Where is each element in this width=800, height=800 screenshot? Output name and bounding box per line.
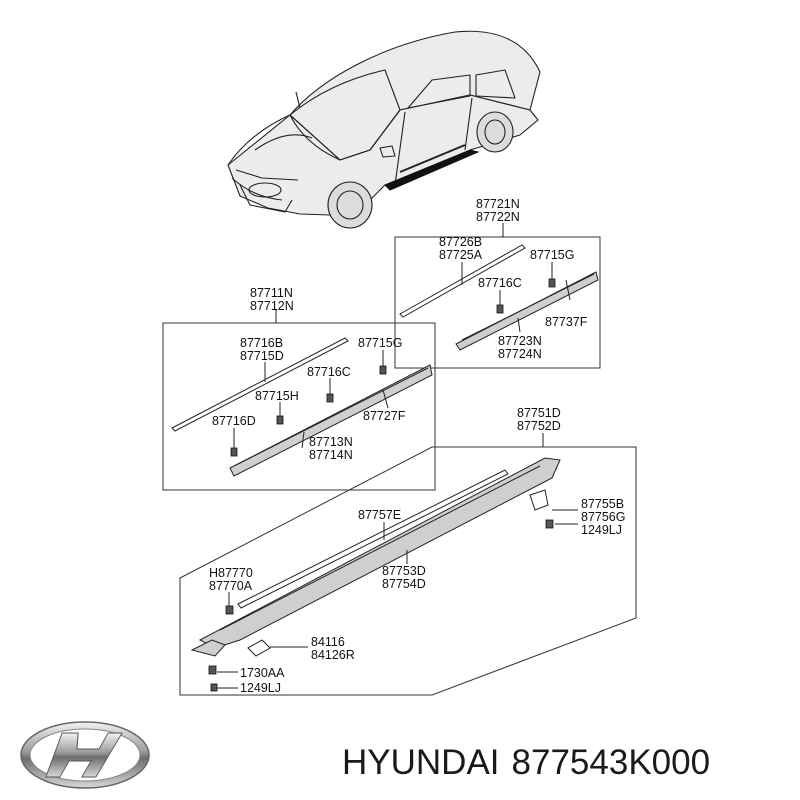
part-label: 87727F — [363, 409, 406, 423]
part-label: 87716C — [307, 365, 351, 379]
part-label: 84116 — [311, 635, 345, 649]
part-label: 87755B — [581, 497, 624, 511]
part-label: 1730AA — [240, 666, 285, 680]
part-label: 87716D — [212, 414, 256, 428]
car-illustration — [227, 30, 541, 229]
part-label: 87752D — [517, 419, 561, 433]
part-label: 87711N — [250, 286, 293, 300]
brand-part-number: HYUNDAI 877543K000 — [342, 738, 794, 788]
part-label: 87725A — [439, 248, 483, 262]
part-label: H87770 — [209, 566, 253, 580]
part-label: 87770A — [209, 579, 253, 593]
part-label: 87737F — [545, 315, 588, 329]
part-label: 84126R — [311, 648, 355, 662]
rear-door-moulding-group — [394, 223, 601, 369]
side-sill-group — [179, 433, 637, 696]
part-label: 87712N — [250, 299, 294, 313]
hyundai-logo-icon — [20, 721, 150, 789]
part-label: 87715D — [240, 349, 284, 363]
part-label: 87757E — [358, 508, 401, 522]
part-label: 87721N — [476, 197, 520, 211]
brand-name: HYUNDAI — [342, 743, 500, 782]
part-label: 87753D — [382, 564, 426, 578]
part-label: 1249LJ — [240, 681, 281, 695]
part-label: 87716C — [478, 276, 522, 290]
part-number: 877543K000 — [511, 743, 711, 782]
part-label: 87754D — [382, 577, 426, 591]
part-label: 87722N — [476, 210, 520, 224]
part-label: 87716B — [240, 336, 283, 350]
part-label: 87724N — [498, 347, 542, 361]
part-label: 1249LJ — [581, 523, 622, 537]
part-label: 87715G — [358, 336, 402, 350]
part-labels: 87721N 87722N 87726B 87725A 87715G 87716… — [209, 197, 625, 695]
part-label: 87756G — [581, 510, 625, 524]
part-label: 87726B — [439, 235, 482, 249]
part-label: 87751D — [517, 406, 561, 420]
part-label: 87714N — [309, 448, 353, 462]
front-door-moulding-group — [162, 310, 436, 491]
part-label: 87713N — [309, 435, 353, 449]
part-label: 87715H — [255, 389, 299, 403]
part-label: 87723N — [498, 334, 542, 348]
part-label: 87715G — [530, 248, 574, 262]
